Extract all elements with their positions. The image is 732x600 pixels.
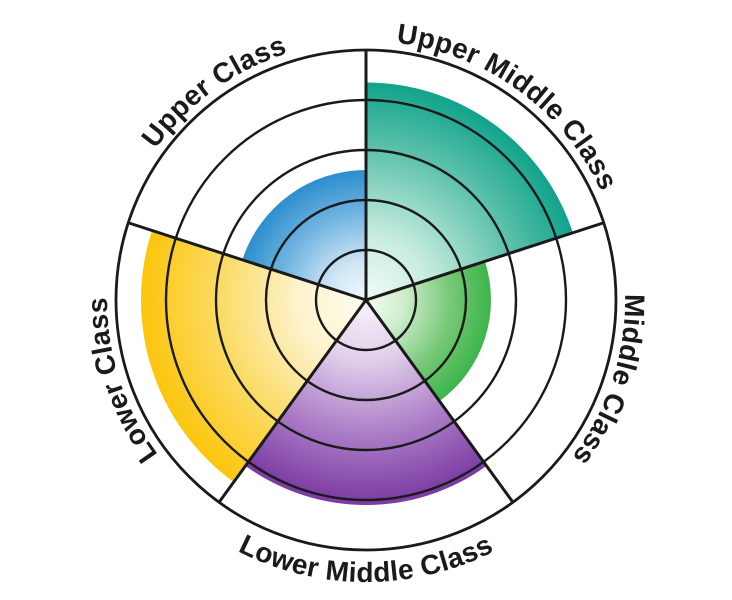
label-text-lower-middle-class: Lower Middle Class	[235, 528, 497, 588]
label-text-middle-class: Middle Class	[567, 294, 650, 472]
sector-divider-middle-class	[365, 221, 605, 302]
label-text-upper-class: Upper Class	[135, 29, 289, 153]
wedge-middle-class	[366, 261, 491, 402]
wedge-lower-middle-class	[245, 300, 487, 506]
wedge-lower-class	[140, 230, 366, 483]
label-lower-middle-class: Lower Middle Class	[235, 528, 498, 588]
sector-divider-upper-class	[127, 221, 367, 302]
wedge-upper-class	[242, 170, 366, 300]
sector-divider-lower-middle-class	[364, 299, 515, 504]
sector-divider-lower-class	[217, 299, 368, 504]
label-middle-class: Middle Class	[567, 294, 650, 472]
label-upper-class: Upper Class	[135, 29, 290, 153]
